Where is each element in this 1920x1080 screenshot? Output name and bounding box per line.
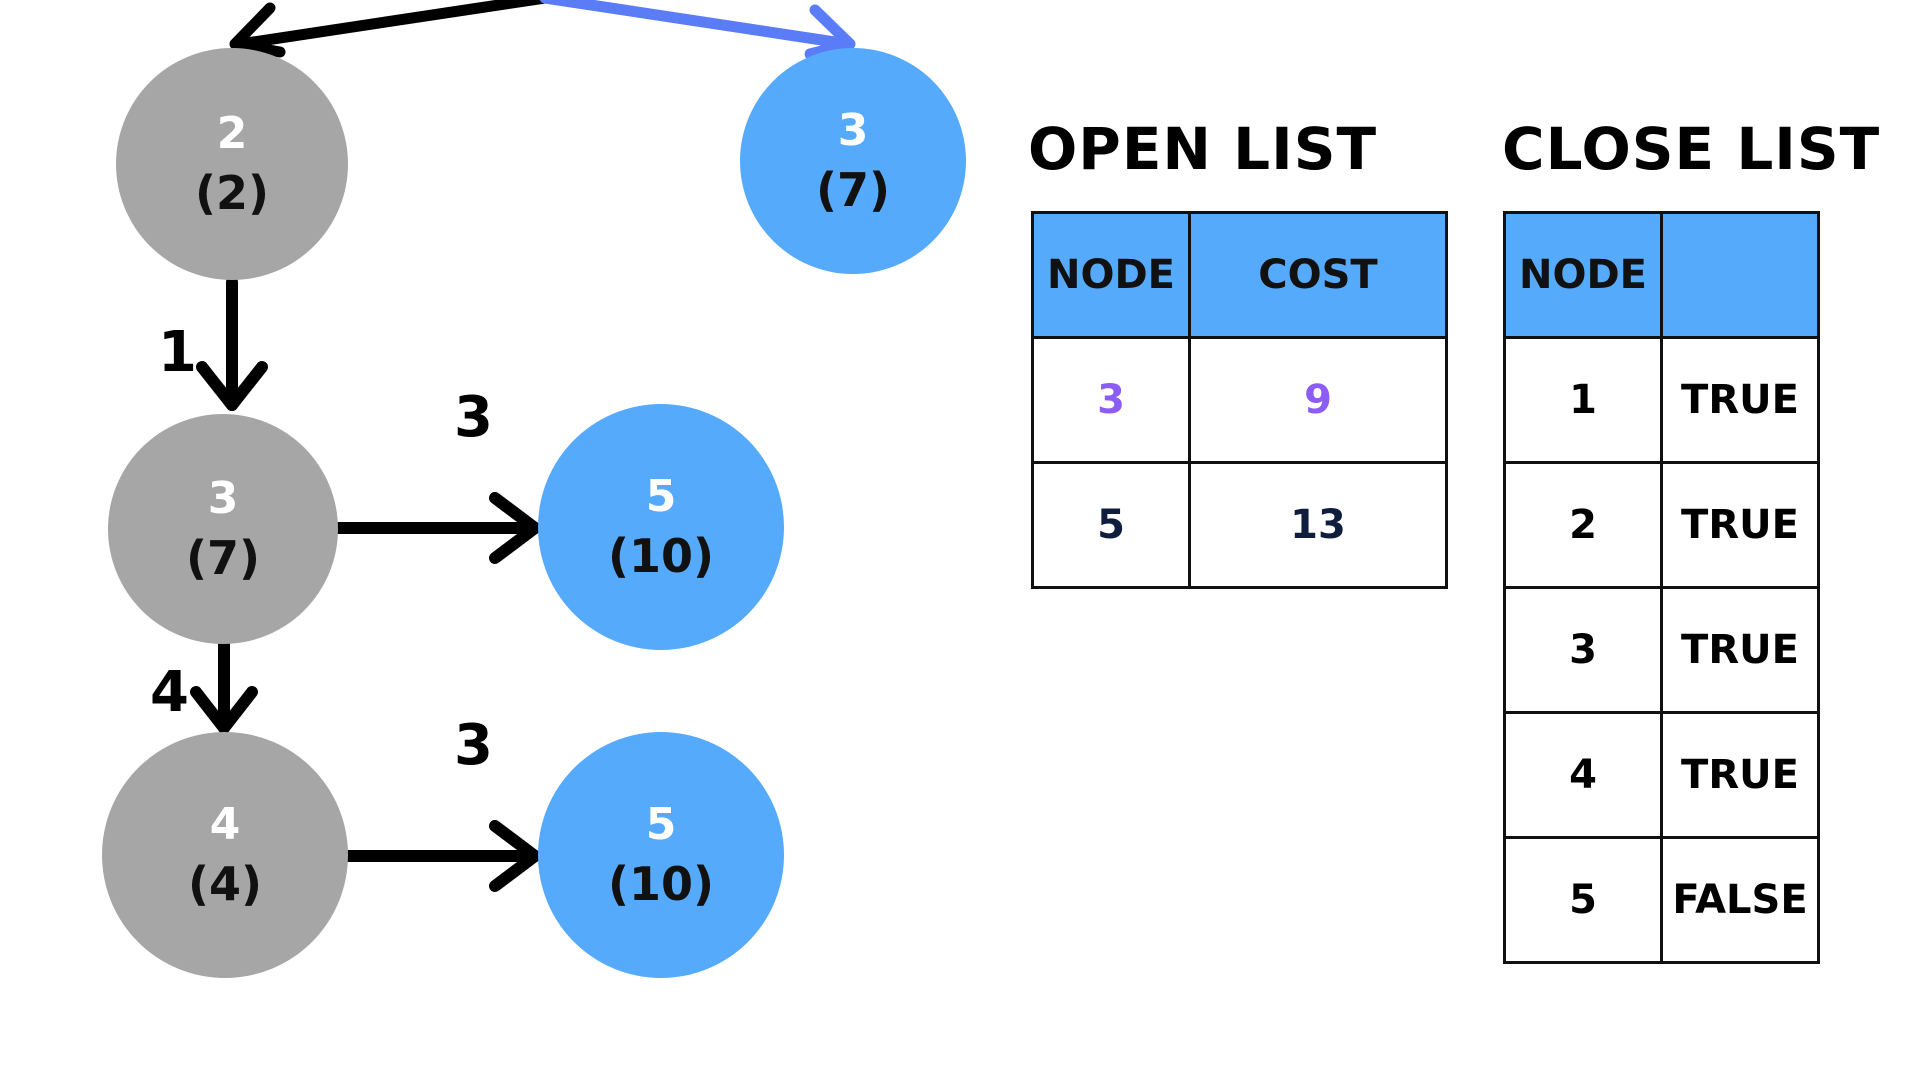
edge-4-to-5-arrowhead: [489, 820, 541, 892]
table-row: 4 TRUE: [1503, 711, 1820, 839]
edge-weight-4-5: 3: [454, 713, 493, 778]
graph-node-3-top: 3 (7): [740, 48, 966, 274]
close-list-value-cell: TRUE: [1660, 336, 1820, 464]
node-id: 3: [207, 473, 239, 524]
edge-weight-3-4: 4: [150, 660, 189, 725]
close-list-node-cell: 1: [1503, 336, 1663, 464]
node-id: 5: [645, 799, 677, 850]
table-row: 2 TRUE: [1503, 461, 1820, 589]
close-list-node-cell: 2: [1503, 461, 1663, 589]
node-id: 2: [216, 108, 248, 159]
node-cost: (10): [607, 857, 715, 911]
open-list-node-cell: 3: [1031, 336, 1191, 464]
open-list-cost-cell: 13: [1188, 461, 1448, 589]
close-list-header-value: [1660, 211, 1820, 339]
node-cost: (10): [607, 529, 715, 583]
graph-node-4: 4 (4): [102, 732, 348, 978]
table-row: 3 9: [1031, 336, 1448, 464]
close-list-value-cell: TRUE: [1660, 586, 1820, 714]
close-list-node-cell: 5: [1503, 836, 1663, 964]
close-list-value-cell: TRUE: [1660, 711, 1820, 839]
graph-node-5-upper: 5 (10): [538, 404, 784, 650]
table-row: 5 FALSE: [1503, 836, 1820, 964]
open-list-table: NODE COST 3 9 5 13: [1031, 211, 1448, 589]
table-header-row: NODE: [1503, 211, 1820, 339]
close-list-node-cell: 4: [1503, 711, 1663, 839]
node-cost: (7): [185, 531, 261, 585]
node-id: 5: [645, 471, 677, 522]
graph-node-2: 2 (2): [116, 48, 348, 280]
node-cost: (4): [187, 857, 263, 911]
open-list-cost-cell: 9: [1188, 336, 1448, 464]
close-list-node-cell: 3: [1503, 586, 1663, 714]
open-list-title: OPEN LIST: [1028, 115, 1378, 183]
close-list-value-cell: TRUE: [1660, 461, 1820, 589]
close-list-header-node: NODE: [1503, 211, 1663, 339]
table-row: 3 TRUE: [1503, 586, 1820, 714]
graph-node-5-lower: 5 (10): [538, 732, 784, 978]
node-cost: (7): [815, 163, 891, 217]
open-list-header-cost: COST: [1188, 211, 1448, 339]
edge-weight-3-5: 3: [454, 385, 493, 450]
graph-node-3: 3 (7): [108, 414, 338, 644]
table-header-row: NODE COST: [1031, 211, 1448, 339]
edge-parent-to-3-active: [539, 0, 854, 50]
close-list-table: NODE 1 TRUE 2 TRUE 3 TRUE 4 TRUE 5 FALSE: [1503, 211, 1820, 964]
table-row: 1 TRUE: [1503, 336, 1820, 464]
close-list-value-cell: FALSE: [1660, 836, 1820, 964]
node-cost: (2): [194, 166, 270, 220]
edge-weight-2-3: 1: [158, 320, 197, 385]
edge-3-to-4-arrowhead: [190, 686, 258, 734]
edge-2-to-3-arrowhead: [196, 361, 268, 411]
edge-parent-to-3-arrowhead: [804, 4, 856, 60]
table-row: 5 13: [1031, 461, 1448, 589]
close-list-title: CLOSE LIST: [1502, 115, 1881, 183]
edge-3-to-5-arrowhead: [489, 492, 541, 564]
node-id: 4: [209, 799, 241, 850]
open-list-node-cell: 5: [1031, 461, 1191, 589]
node-id: 3: [837, 105, 869, 156]
open-list-header-node: NODE: [1031, 211, 1191, 339]
edge-parent-to-2-arrowhead: [229, 2, 286, 58]
edge-parent-to-2: [234, 0, 551, 50]
